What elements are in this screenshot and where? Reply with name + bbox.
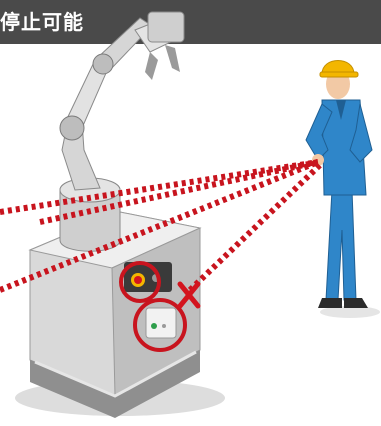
worker-icon [306,61,380,319]
